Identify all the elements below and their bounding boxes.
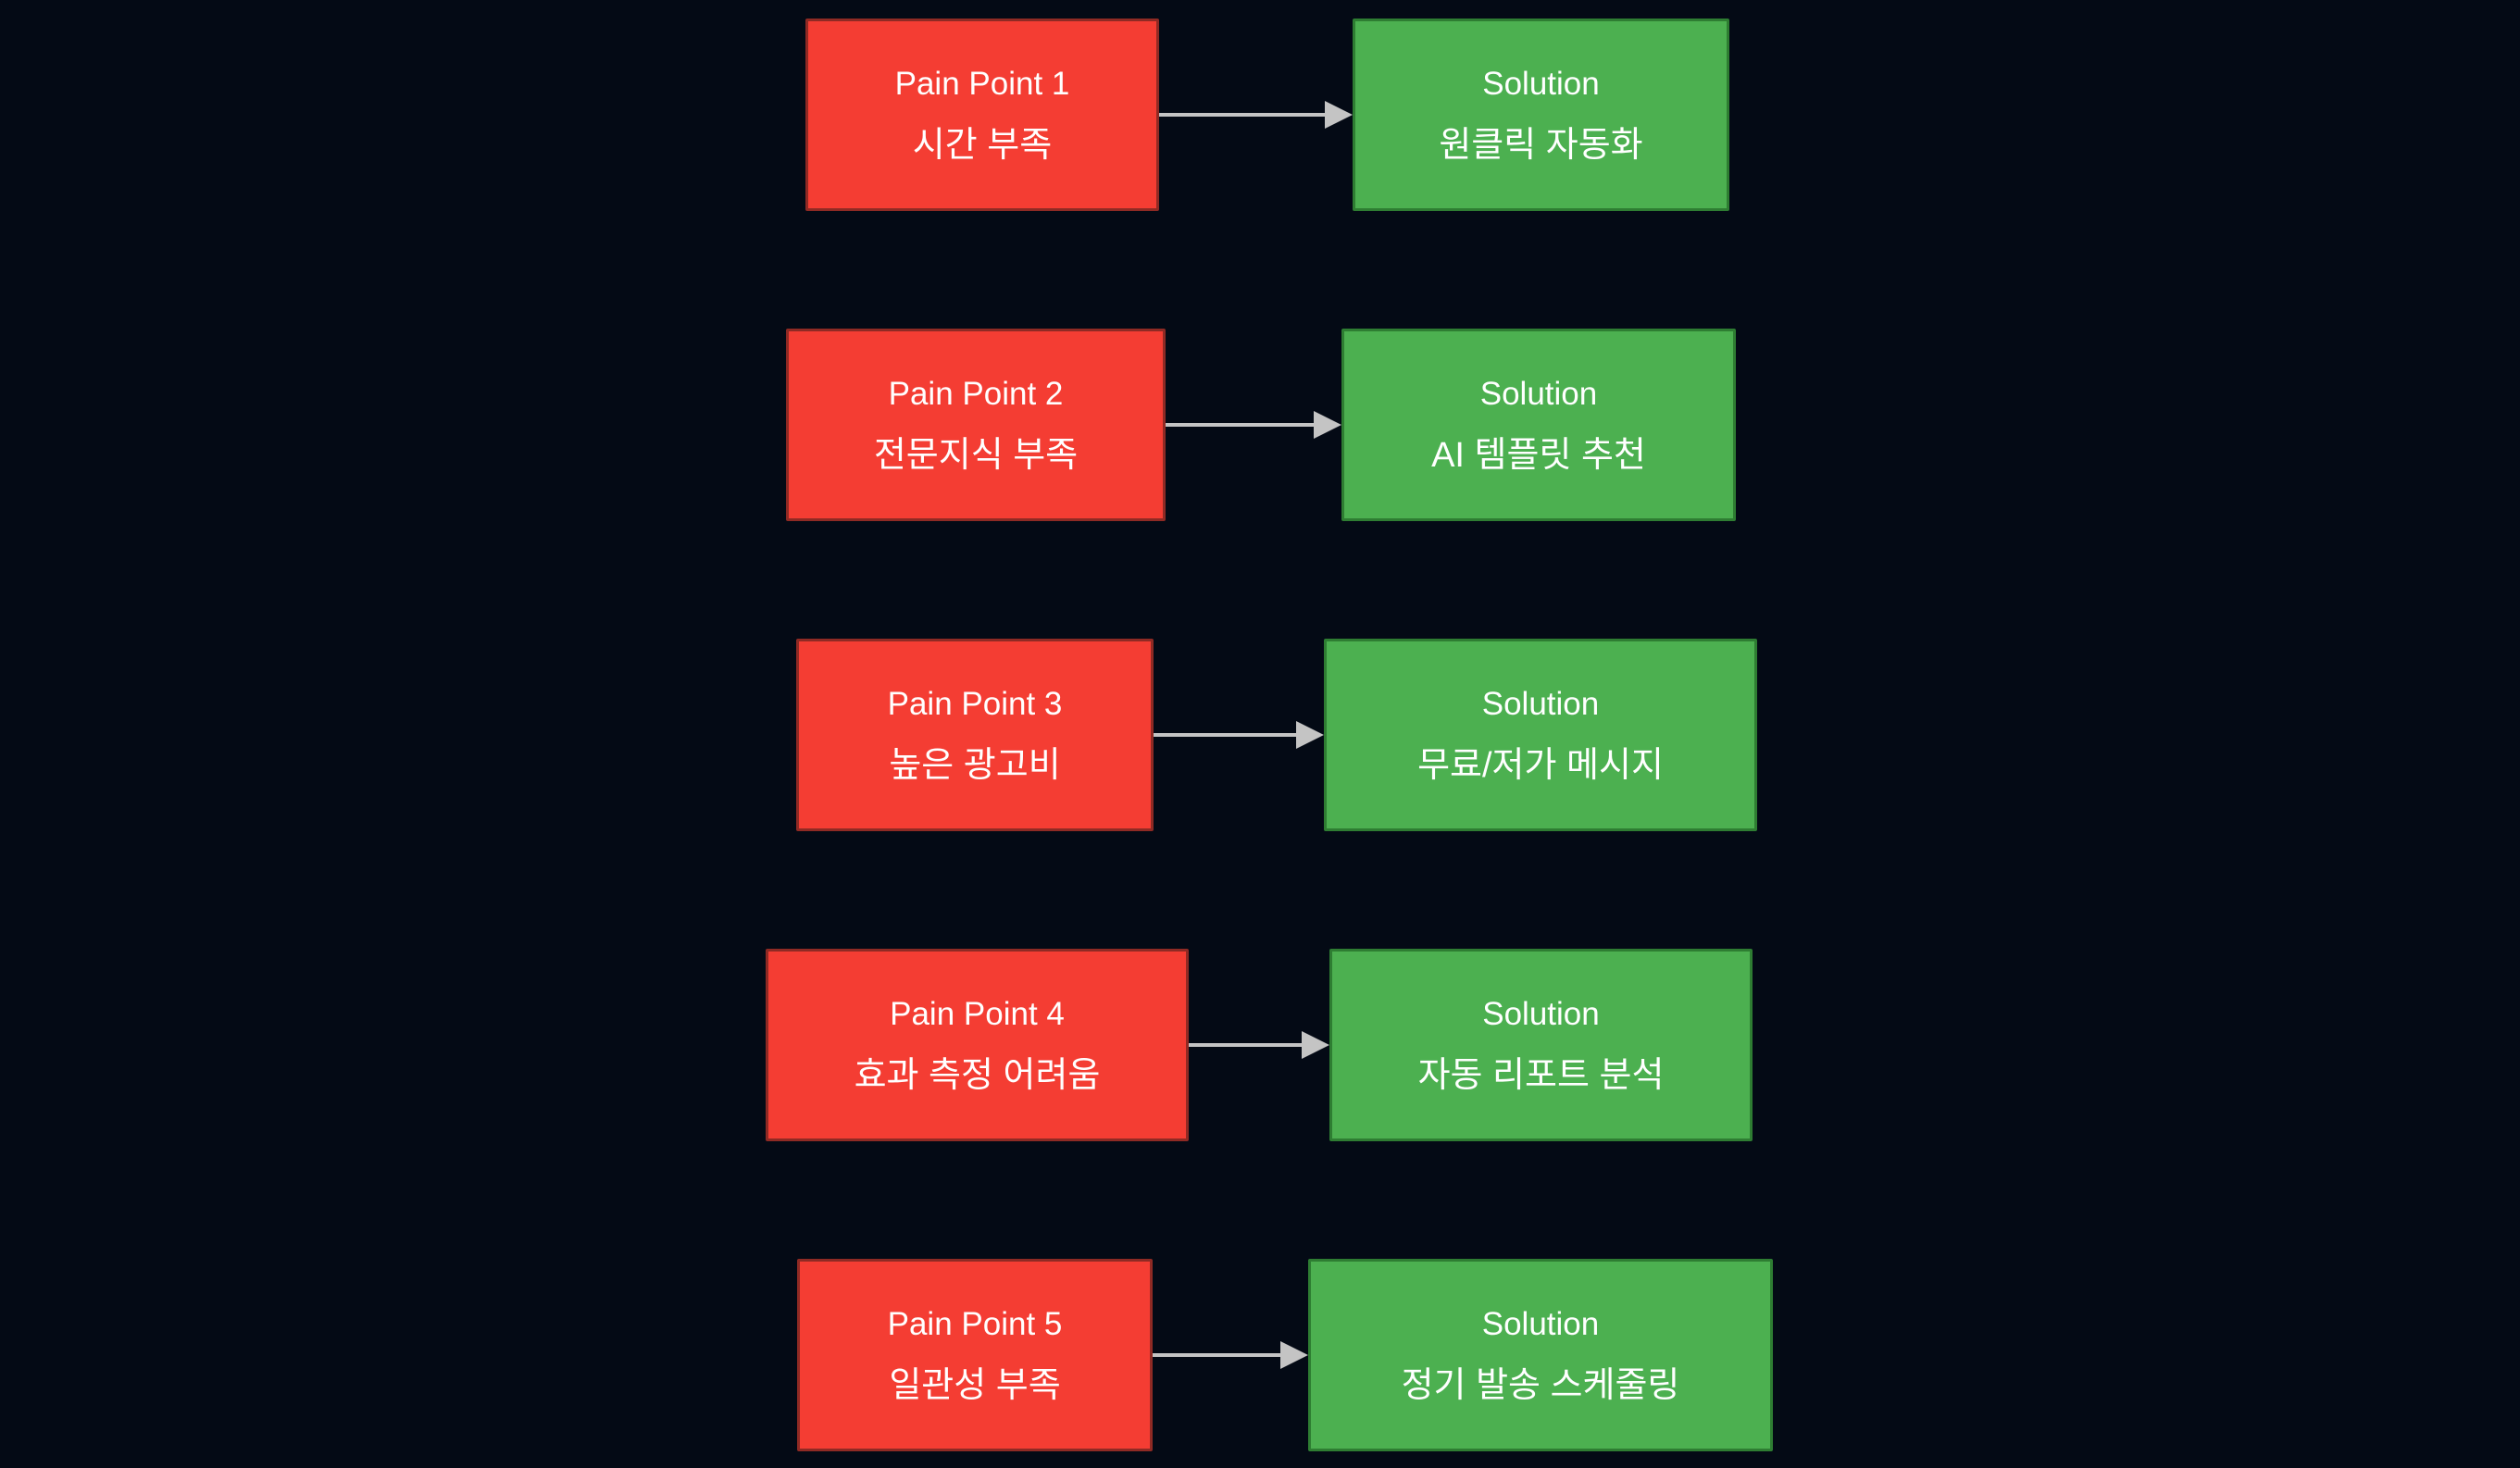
arrow-line	[1153, 1353, 1280, 1357]
solution-title: Solution	[1481, 1306, 1600, 1342]
solution-5-node: Solution 정기 발송 스케줄링	[1308, 1259, 1773, 1451]
solution-title: Solution	[1482, 66, 1600, 102]
arrowhead-icon	[1314, 411, 1341, 439]
pain-solution-row-4: Pain Point 4 효과 측정 어려움 Solution 자동 리포트 분…	[0, 949, 2520, 1141]
pain-point-subtitle: 높은 광고비	[889, 746, 1061, 785]
pain-point-subtitle: 시간 부족	[912, 126, 1053, 165]
arrow-connector	[1189, 1031, 1329, 1059]
solution-subtitle: AI 템플릿 추천	[1431, 436, 1646, 475]
solution-title: Solution	[1481, 686, 1600, 722]
pain-point-subtitle: 효과 측정 어려움	[854, 1056, 1101, 1095]
pain-point-1-node: Pain Point 1 시간 부족	[805, 19, 1159, 211]
pain-point-2-node: Pain Point 2 전문지식 부족	[786, 329, 1166, 521]
solution-title: Solution	[1479, 376, 1598, 412]
arrow-connector	[1159, 101, 1353, 129]
solution-2-node: Solution AI 템플릿 추천	[1341, 329, 1736, 521]
pain-point-title: Pain Point 2	[888, 376, 1064, 412]
pain-point-subtitle: 일관성 부족	[889, 1366, 1061, 1405]
arrow-connector	[1154, 721, 1324, 749]
solution-subtitle: 원클릭 자동화	[1439, 126, 1643, 165]
arrow-line	[1154, 733, 1296, 737]
pain-point-4-node: Pain Point 4 효과 측정 어려움	[766, 949, 1189, 1141]
pain-solution-row-2: Pain Point 2 전문지식 부족 Solution AI 템플릿 추천	[0, 329, 2520, 521]
solution-4-node: Solution 자동 리포트 분석	[1329, 949, 1753, 1141]
pain-solution-row-5: Pain Point 5 일관성 부족 Solution 정기 발송 스케줄링	[0, 1259, 2520, 1451]
pain-point-subtitle: 전문지식 부족	[873, 436, 1079, 475]
pain-point-title: Pain Point 4	[890, 996, 1065, 1032]
solution-1-node: Solution 원클릭 자동화	[1353, 19, 1729, 211]
solution-subtitle: 자동 리포트 분석	[1417, 1056, 1665, 1095]
arrow-line	[1166, 423, 1314, 427]
pain-point-title: Pain Point 3	[887, 686, 1063, 722]
solution-subtitle: 무료/저가 메시지	[1417, 746, 1664, 785]
pain-point-3-node: Pain Point 3 높은 광고비	[796, 639, 1154, 831]
solution-3-node: Solution 무료/저가 메시지	[1324, 639, 1757, 831]
arrowhead-icon	[1325, 101, 1353, 129]
arrow-line	[1189, 1043, 1302, 1047]
arrow-connector	[1153, 1341, 1308, 1369]
arrowhead-icon	[1296, 721, 1324, 749]
solution-subtitle: 정기 발송 스케줄링	[1401, 1366, 1680, 1405]
pain-solution-row-1: Pain Point 1 시간 부족 Solution 원클릭 자동화	[0, 19, 2520, 211]
pain-point-title: Pain Point 1	[894, 66, 1070, 102]
arrowhead-icon	[1280, 1341, 1308, 1369]
arrowhead-icon	[1302, 1031, 1329, 1059]
pain-point-5-node: Pain Point 5 일관성 부족	[797, 1259, 1153, 1451]
solution-title: Solution	[1482, 996, 1600, 1032]
pain-solution-row-3: Pain Point 3 높은 광고비 Solution 무료/저가 메시지	[0, 639, 2520, 831]
arrow-connector	[1166, 411, 1341, 439]
arrow-line	[1159, 113, 1325, 117]
pain-point-title: Pain Point 5	[887, 1306, 1063, 1342]
